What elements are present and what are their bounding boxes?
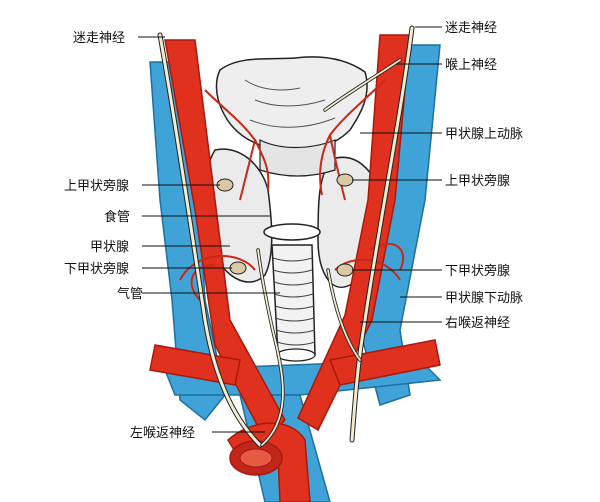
- label-superior-parathyroid-right: 上甲状旁腺: [445, 173, 510, 189]
- trachea: [271, 244, 316, 356]
- right-inferior-parathyroid: [336, 263, 354, 277]
- label-esophagus: 食管: [104, 209, 130, 225]
- label-superior-thyroid-artery: 甲状腺上动脉: [445, 127, 523, 142]
- label-superior-laryngeal-nerve: 喉上神经: [445, 58, 497, 73]
- label-vagus-left: 迷走神经: [73, 31, 125, 46]
- label-thyroid-gland: 甲状腺: [90, 240, 129, 255]
- labels: 迷走神经 迷走神经 喉上神经 甲状腺上动脉 上甲状旁腺 上甲状旁腺 食管 甲状腺…: [64, 21, 523, 441]
- left-inferior-parathyroid: [229, 261, 247, 275]
- label-right-recurrent-laryngeal-nerve: 右喉返神经: [445, 316, 510, 331]
- label-left-recurrent-laryngeal-nerve: 左喉返神经: [130, 426, 195, 441]
- label-inferior-parathyroid-left: 下甲状旁腺: [64, 261, 129, 277]
- label-inferior-thyroid-artery: 甲状腺下动脉: [445, 291, 523, 306]
- label-vagus-right: 迷走神经: [445, 21, 497, 36]
- nerves: [157, 25, 415, 448]
- thyroid-isthmus: [259, 139, 336, 177]
- label-trachea: 气管: [117, 286, 143, 302]
- label-superior-parathyroid-left: 上甲状旁腺: [64, 178, 129, 194]
- label-inferior-parathyroid-right: 下甲状旁腺: [445, 263, 510, 279]
- parathyroid-glands: [216, 173, 354, 277]
- thyroid-cartilage: [215, 56, 368, 152]
- larynx: [215, 56, 368, 152]
- leader-lines: [138, 26, 442, 433]
- esophagus-opening: [263, 223, 321, 241]
- right-superior-parathyroid: [336, 173, 354, 187]
- left-common-carotid: [164, 39, 286, 442]
- trachea-group: [263, 223, 321, 362]
